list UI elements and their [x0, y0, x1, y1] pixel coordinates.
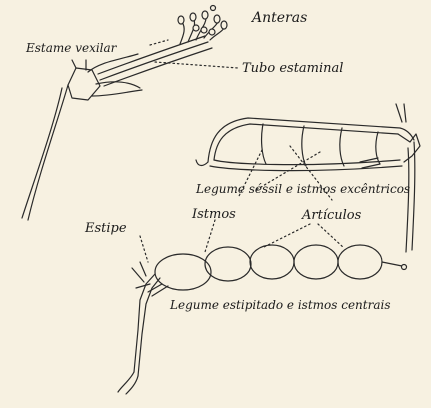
sessile-legume-drawing: [196, 104, 420, 252]
label-articulos: Artículos: [302, 209, 361, 222]
label-tubo-estaminal: Tubo estaminal: [242, 62, 343, 75]
calyx: [68, 68, 100, 100]
label-estipe: Estipe: [85, 222, 127, 235]
label-estame-vexilar: Estame vexilar: [26, 42, 116, 54]
label-istmos: Istmos: [192, 208, 236, 221]
flower-stalk: [28, 85, 68, 220]
label-anteras: Anteras: [252, 11, 307, 25]
anthers: [178, 6, 227, 36]
label-legume-estipitado: Legume estipitado e istmos centrais: [170, 299, 390, 311]
label-legume-sessil: Legume séssil e istmos excêntricos: [196, 183, 410, 195]
